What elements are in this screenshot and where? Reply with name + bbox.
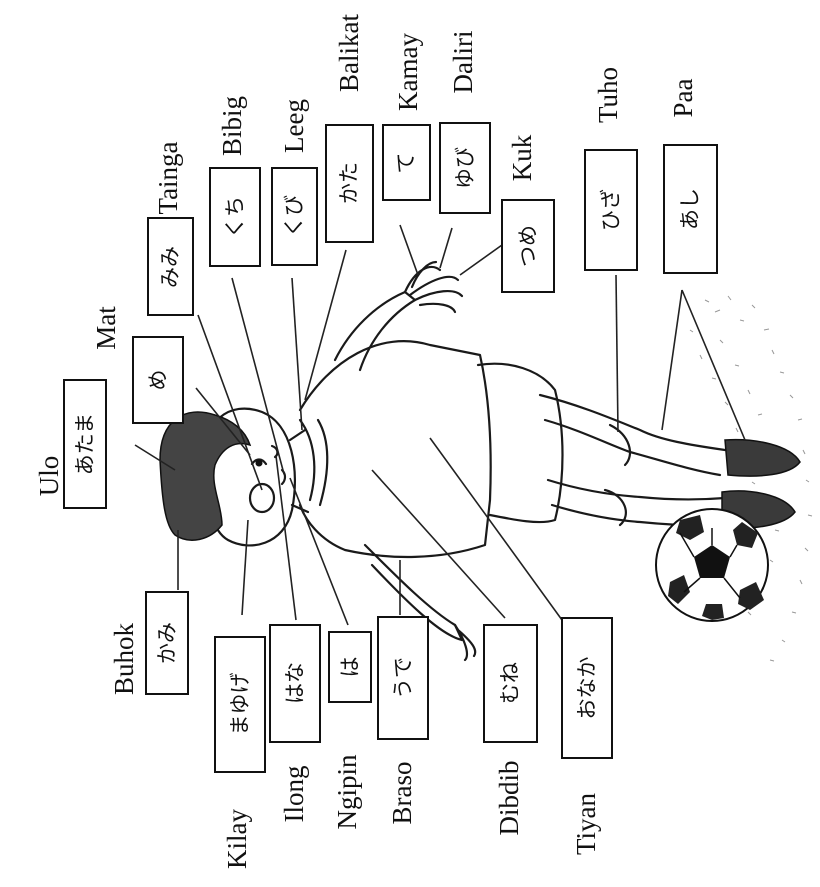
eye-pupil — [256, 460, 263, 467]
leader-kamay — [400, 225, 418, 275]
label-kilay-japanese: まゆげ — [228, 673, 252, 736]
label-paa-japanese: あし — [678, 188, 702, 230]
shirt — [300, 341, 491, 557]
label-braso: Braso うで — [378, 617, 428, 825]
label-kuk-japanese: つめ — [516, 225, 540, 267]
label-tuho: Tuho ひざ — [585, 67, 637, 270]
label-daliri-japanese: ゆび — [453, 147, 477, 189]
hair — [160, 412, 250, 540]
label-tiyan-japanese: おなか — [575, 657, 599, 720]
label-buhok: Buhok かみ — [109, 592, 188, 695]
label-kilay: Kilay まゆげ — [215, 637, 265, 869]
label-ilong-english: Ilong — [279, 766, 309, 823]
soccer-ball — [656, 509, 768, 621]
label-buhok-english: Buhok — [109, 622, 139, 695]
leader-ilong — [276, 456, 296, 620]
label-paa-english: Paa — [668, 78, 698, 117]
label-tuho-japanese: ひざ — [599, 189, 623, 231]
label-ulo-english: Ulo — [34, 456, 64, 497]
leader-bibig — [232, 278, 284, 474]
leader-kilay — [242, 520, 248, 615]
leader-lines — [135, 225, 745, 625]
label-bibig-english: Bibig — [217, 96, 247, 156]
label-tuho-english: Tuho — [593, 67, 623, 123]
collar — [300, 420, 327, 505]
label-tainga: Tainga みみ — [148, 141, 193, 315]
leader-daliri — [440, 228, 452, 268]
leg-upper-b — [545, 420, 720, 475]
label-ilong: Ilong はな — [270, 625, 320, 823]
label-braso-japanese: うで — [391, 657, 415, 699]
label-ngipin-japanese: は — [338, 657, 362, 678]
label-kuk-english: Kuk — [507, 134, 537, 181]
label-tiyan-english: Tiyan — [571, 792, 601, 855]
label-daliri-english: Daliri — [448, 31, 478, 94]
label-leeg-english: Leeg — [279, 99, 309, 153]
leader-ngipin — [290, 478, 348, 625]
label-kamay-japanese: て — [394, 153, 418, 174]
label-tainga-japanese: みみ — [158, 246, 182, 288]
label-kamay: Kamay て — [383, 33, 430, 200]
leg-lower — [548, 480, 725, 499]
label-bibig-japanese: くち — [223, 196, 247, 238]
label-balikat: Balikat かた — [326, 14, 373, 242]
label-tainga-english: Tainga — [153, 141, 183, 214]
label-balikat-japanese: かた — [337, 162, 361, 204]
label-ulo: Ulo あたま — [34, 380, 106, 508]
label-ulo-japanese: あたま — [73, 413, 97, 475]
label-dibdib-japanese: むね — [498, 662, 522, 704]
label-buhok-japanese: かみ — [155, 622, 179, 664]
label-dibdib: Dibdib むね — [484, 625, 537, 836]
label-ilong-japanese: はな — [283, 662, 307, 704]
child-illustration — [160, 262, 812, 661]
label-mat-japanese: め — [146, 370, 170, 391]
hand-lower — [455, 625, 475, 660]
label-daliri: Daliri ゆび — [440, 31, 490, 213]
label-ngipin: Ngipin は — [329, 632, 371, 830]
label-kuk: Kuk つめ — [502, 134, 554, 292]
label-bibig: Bibig くち — [210, 96, 260, 266]
leader-paa-a — [662, 290, 682, 430]
label-leeg: Leeg くび — [272, 99, 317, 265]
leg-upper — [540, 395, 725, 450]
label-balikat-english: Balikat — [334, 14, 364, 92]
leader-tuho — [616, 275, 618, 432]
label-ngipin-english: Ngipin — [332, 754, 362, 830]
hand-raised — [405, 262, 462, 312]
label-tiyan: Tiyan おなか — [562, 618, 612, 855]
label-braso-english: Braso — [387, 762, 417, 825]
label-kamay-english: Kamay — [393, 33, 423, 111]
leader-leeg — [292, 278, 302, 430]
label-mat-english: Mat — [91, 306, 121, 350]
label-kilay-english: Kilay — [222, 809, 252, 869]
label-dibdib-english: Dibdib — [494, 760, 524, 835]
leader-tiyan — [430, 438, 562, 620]
shoe-upper — [725, 440, 800, 476]
leader-kuk — [460, 245, 502, 275]
label-paa: Paa あし — [664, 78, 717, 273]
label-leeg-japanese: くび — [282, 195, 306, 237]
